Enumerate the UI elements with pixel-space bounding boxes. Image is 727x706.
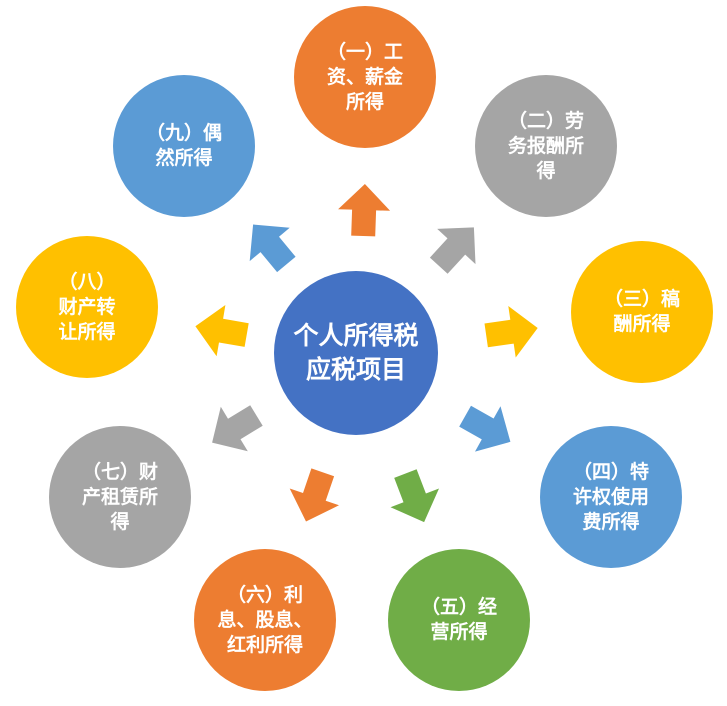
item-6-circle [194,549,336,691]
center-circle [274,271,438,435]
arrow-to-item-8 [195,305,249,357]
arrow-to-item-1 [338,184,391,237]
arrow-to-item-9 [249,224,296,273]
item-4-circle [540,426,682,568]
item-7-circle [49,426,191,568]
arrows-layer [195,184,538,523]
arrow-to-item-6 [289,468,339,522]
circles-layer [16,6,713,691]
arrow-to-item-7 [212,405,263,452]
arrow-to-item-5 [390,469,439,523]
arrow-to-item-2 [429,227,476,274]
item-3-circle [571,241,713,383]
item-1-circle [294,6,436,148]
arrow-to-item-4 [459,405,511,452]
item-8-circle [16,236,158,378]
item-9-circle [113,75,255,217]
item-5-circle [388,549,530,691]
arrow-to-item-3 [484,306,538,358]
item-2-circle [475,75,617,217]
